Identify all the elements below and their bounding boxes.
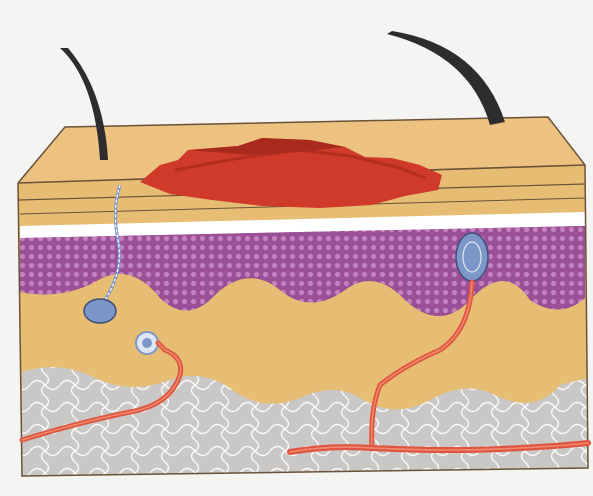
lamellated-receptor [456,233,488,281]
nerve-ending-receptor [84,299,116,323]
small-receptor-core [142,338,152,348]
